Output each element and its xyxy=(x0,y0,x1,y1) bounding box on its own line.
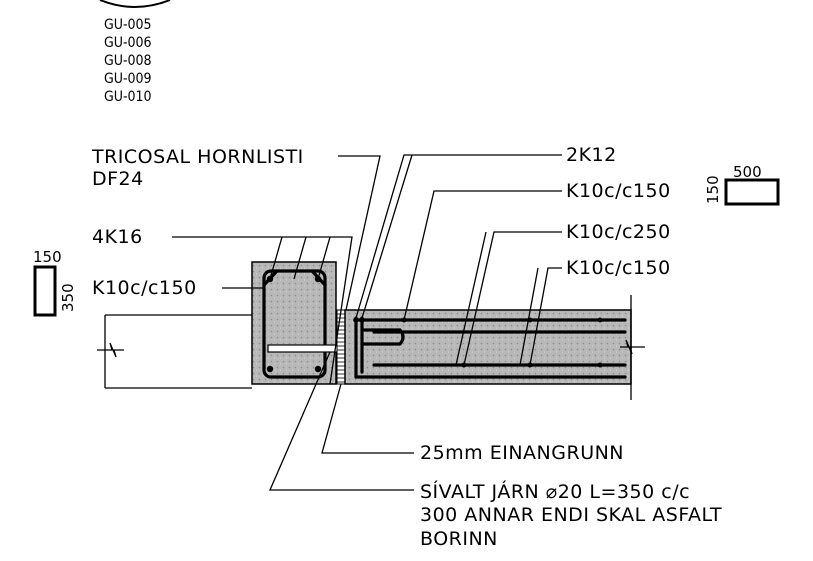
label-k10c150-top: K10c/c150 xyxy=(566,180,671,202)
label-tricosal-1: TRICOSAL HORNLISTI xyxy=(91,146,304,168)
label-tricosal-2: DF24 xyxy=(92,168,144,190)
slab-concrete xyxy=(344,309,632,385)
label-k10c150-mid: K10c/c150 xyxy=(566,257,671,279)
slab xyxy=(344,295,645,400)
label-k10c250: K10c/c250 xyxy=(566,221,671,243)
label-insulation: 25mm EINANGRUNN xyxy=(420,442,624,464)
label-2k12: 2K12 xyxy=(566,144,617,166)
beam-section-rect xyxy=(33,265,57,317)
label-k10c150-left: K10c/c150 xyxy=(92,277,197,299)
label-dowel-2: 300 ANNAR ENDI SKAL ASFALT xyxy=(420,504,722,526)
reference-1: GU-005 xyxy=(104,17,152,33)
beam-stirrup xyxy=(262,269,327,379)
reference-3: GU-008 xyxy=(104,53,152,69)
reference-list: GU-005 GU-006 GU-008 GU-009 GU-010 xyxy=(104,17,152,105)
existing-wall xyxy=(97,314,252,389)
insulation-strip xyxy=(336,309,346,385)
slab-section-height: 150 xyxy=(704,175,722,204)
beam-section-symbol: 150 350 xyxy=(33,248,77,317)
beam-section-width: 150 xyxy=(33,248,62,266)
label-dowel-1: SÍVALT JÁRN ⌀20 L=350 c/c xyxy=(420,480,690,503)
slab-section-symbol: 500 150 xyxy=(704,163,780,206)
reference-bubble xyxy=(99,0,171,8)
reference-2: GU-006 xyxy=(104,35,152,51)
label-4k16: 4K16 xyxy=(92,226,143,248)
reference-5: GU-010 xyxy=(104,89,152,105)
slab-section-rect xyxy=(724,178,780,206)
beam xyxy=(251,261,337,385)
beam-section-height: 350 xyxy=(59,283,77,312)
annotations: TRICOSAL HORNLISTI DF24 2K12 K10c/c150 K… xyxy=(91,144,722,550)
label-dowel-3: BORINN xyxy=(420,528,498,550)
reference-4: GU-009 xyxy=(104,71,152,87)
slab-section-width: 500 xyxy=(733,163,762,181)
